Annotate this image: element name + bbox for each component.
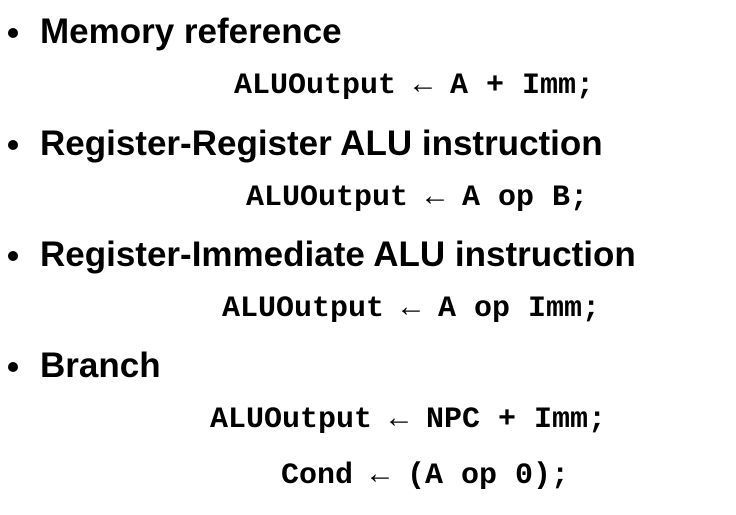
heading-register-register: Register-Register ALU instruction [40, 124, 603, 163]
code-line-branch-cond: Cond ← (A op 0); [281, 459, 570, 493]
bullet-dot-1 [8, 28, 18, 38]
code-line-register-register: ALUOutput ← A op B; [246, 181, 589, 215]
bullet-dot-2 [8, 140, 18, 150]
heading-branch: Branch [40, 346, 161, 385]
code-line-memory-reference: ALUOutput ← A + Imm; [234, 69, 595, 103]
bullet-dot-3 [8, 251, 18, 261]
heading-register-immediate: Register-Immediate ALU instruction [40, 235, 636, 274]
heading-memory-reference: Memory reference [40, 12, 342, 51]
bullet-dot-4 [8, 362, 18, 372]
code-line-register-immediate: ALUOutput ← A op Imm; [222, 292, 601, 326]
code-line-branch-aluoutput: ALUOutput ← NPC + Imm; [210, 403, 607, 437]
